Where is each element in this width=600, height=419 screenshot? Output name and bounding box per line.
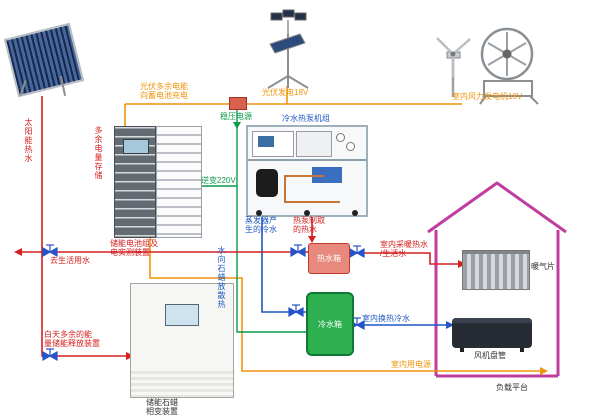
- pcm-storage-cabinet: [130, 283, 234, 398]
- pv-tracker: [267, 9, 309, 89]
- house-outline: [427, 181, 567, 378]
- solar-thermal-collector: [3, 22, 88, 98]
- label-fan-coil: 风机盘管: [474, 351, 506, 360]
- compressor: [256, 169, 278, 197]
- label-evaporator-cold-water: 蒸发器产 生的冷水: [245, 216, 277, 234]
- instrument-panel: [296, 131, 332, 157]
- radiator: [462, 250, 530, 290]
- pressure-gauge: [346, 142, 355, 151]
- battery-cabinet-dark: [114, 126, 156, 238]
- bench-wheel: [256, 210, 262, 216]
- label-indoor-exchange-cold: 室内换热冷水: [362, 314, 410, 323]
- wind-turbine: [436, 37, 471, 97]
- copper-pipe: [284, 175, 324, 177]
- fan-coil-leg: [460, 348, 464, 352]
- battery-storage-cabinets: [114, 126, 202, 238]
- pressure-gauge: [336, 133, 345, 142]
- hot-water-tank-label: 热水箱: [317, 254, 341, 263]
- label-inverter-220v: 逆变220V: [201, 176, 236, 185]
- label-daytime-surplus-storage: 白天多余的能 量储能释放装置: [44, 330, 100, 348]
- heat-pump-bench: [246, 125, 368, 217]
- cold-water-tank-label: 冷水箱: [318, 319, 342, 329]
- label-pv-generation: 光伏发电18V: [262, 88, 309, 97]
- wind-tunnel-fan: [479, 27, 539, 105]
- label-heat-pump-hot-water: 热泵制取 的热水: [293, 216, 325, 234]
- bench-wheel: [352, 210, 358, 216]
- label-indoor-power: 室内用电源: [391, 360, 431, 369]
- cabinet-screen: [123, 139, 149, 154]
- label-indoor-heating-water: 室内采暖热水 /生活水: [380, 240, 428, 258]
- fan-coil-leg: [520, 348, 524, 352]
- label-battery-test-device: 储能电池组及 电实测装置: [110, 239, 158, 257]
- power-lines: [124, 86, 548, 375]
- cold-water-tank: 冷水箱: [306, 292, 354, 356]
- label-surplus-power-storage: 多余电量存储: [94, 126, 103, 180]
- label-voltage-regulator: 稳压电源: [220, 112, 252, 121]
- battery-cabinet-light: [156, 126, 202, 238]
- voltage-regulator-box: [229, 97, 247, 110]
- pcm-screen: [165, 304, 199, 326]
- label-paraffin-pcm-device: 储能石蜡 相变装置: [146, 398, 178, 416]
- fan-coil-grille: [452, 318, 532, 323]
- pcm-vent: [131, 371, 233, 397]
- bench-shelf: [248, 159, 366, 161]
- collector-tubes: [3, 22, 85, 98]
- control-lines: [198, 109, 306, 333]
- label-to-domestic-water: 去生活用水: [50, 256, 90, 265]
- radiator-header: [463, 251, 529, 254]
- bench-wheel: [304, 210, 310, 216]
- copper-pipe: [284, 175, 286, 203]
- label-water-to-paraffin: 水向石蜡放散热: [217, 246, 226, 309]
- label-radiator: 暖气片: [531, 262, 555, 271]
- panel-screen: [258, 136, 274, 147]
- label-load-platform: 负载平台: [496, 383, 528, 392]
- label-indoor-wind-generator: 室内风力发电机18V: [452, 92, 523, 101]
- fan-coil-unit: [452, 318, 532, 352]
- heat-exchanger: [312, 167, 342, 183]
- hot-water-lines: [14, 96, 466, 360]
- hot-water-tank: 热水箱: [308, 243, 350, 274]
- label-heat-pump-unit: 冷水热泵机组: [282, 114, 330, 123]
- label-solar-hot-water: 太阳能热水: [24, 118, 33, 163]
- copper-pipe: [284, 201, 340, 203]
- label-pv-surplus-charge: 光伏多余电能 向蓄电池充电: [140, 82, 188, 100]
